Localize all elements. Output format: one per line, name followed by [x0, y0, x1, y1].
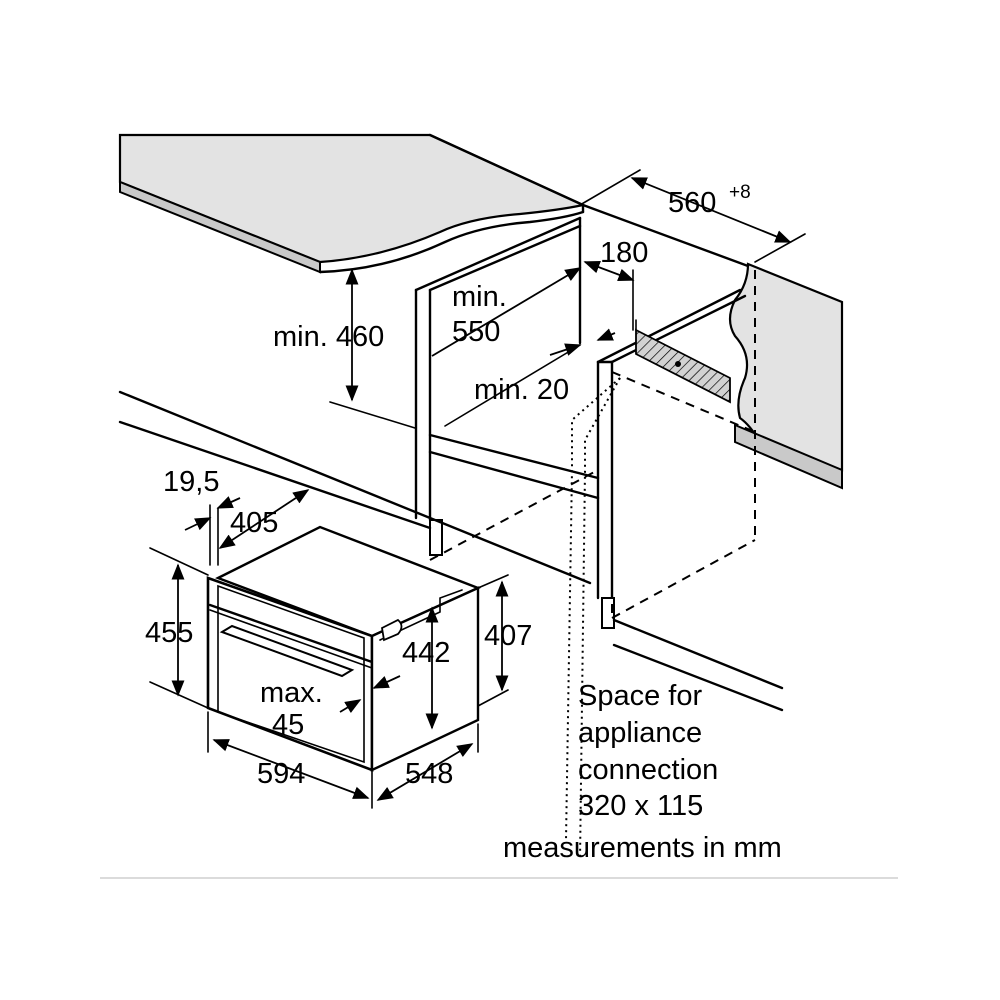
note-connection-line1: Space for	[578, 680, 702, 712]
dim-worktop-tolerance: +8	[729, 182, 751, 203]
dim-min-depth-line2: 550	[452, 316, 500, 348]
dim-worktop-width: 560	[668, 187, 716, 219]
dim-front-offset: 19,5	[163, 466, 219, 498]
dimension-lines	[149, 169, 806, 809]
hidden-lines	[429, 270, 756, 619]
dim-min-gap: min. 20	[474, 374, 569, 406]
note-connection-line2: appliance	[578, 717, 702, 749]
dim-inner-depth: 405	[230, 507, 278, 539]
worktop-left	[118, 133, 587, 274]
worktop-right	[728, 262, 844, 490]
connection-space-marker	[565, 377, 621, 861]
dim-min-depth-line1: min.	[452, 281, 507, 313]
dim-body-height: 442	[402, 637, 450, 669]
dim-panel-max-line2: 45	[272, 709, 304, 741]
dim-total-height: 455	[145, 617, 193, 649]
dim-min-height: min. 460	[273, 321, 384, 353]
dim-total-depth: 548	[405, 758, 453, 790]
note-units: measurements in mm	[503, 832, 782, 864]
note-connection-line4: 320 x 115	[578, 790, 703, 822]
dim-total-width: 594	[257, 758, 305, 790]
dim-vent-depth: 180	[600, 237, 648, 269]
dim-panel-max-line1: max.	[260, 677, 323, 709]
note-connection-line3: connection	[578, 754, 718, 786]
dim-niche-height: 407	[484, 620, 532, 652]
